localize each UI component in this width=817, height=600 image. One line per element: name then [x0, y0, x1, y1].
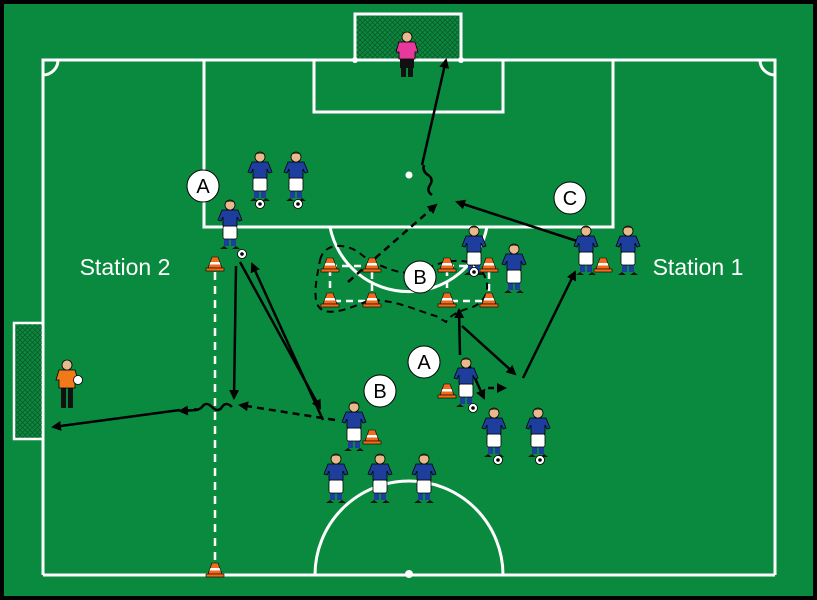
- marker-a-left: A: [186, 169, 220, 203]
- svg-text:B: B: [413, 267, 426, 289]
- station-2-label: Station 2: [80, 254, 171, 280]
- penalty-spot: [405, 171, 413, 179]
- marker-b-center: B: [403, 260, 437, 294]
- station-1-dashed-boxes: [328, 264, 491, 303]
- svg-text:A: A: [417, 352, 431, 374]
- goalkeeper-left: [55, 359, 83, 408]
- goalkeeper-top: [395, 31, 419, 77]
- marker-a-center: A: [407, 345, 441, 379]
- pitch-surface: [4, 4, 813, 596]
- movement-arrows: [51, 58, 581, 431]
- svg-text:A: A: [196, 176, 210, 198]
- center-spot: [405, 570, 413, 578]
- station-1-label: Station 1: [653, 254, 744, 280]
- left-goal: [12, 321, 45, 441]
- svg-text:C: C: [563, 188, 577, 210]
- marker-c-right: C: [553, 181, 587, 215]
- marker-b-bottom: B: [363, 374, 397, 408]
- svg-text:B: B: [373, 381, 386, 403]
- dribble-zone-outline: [314, 244, 488, 324]
